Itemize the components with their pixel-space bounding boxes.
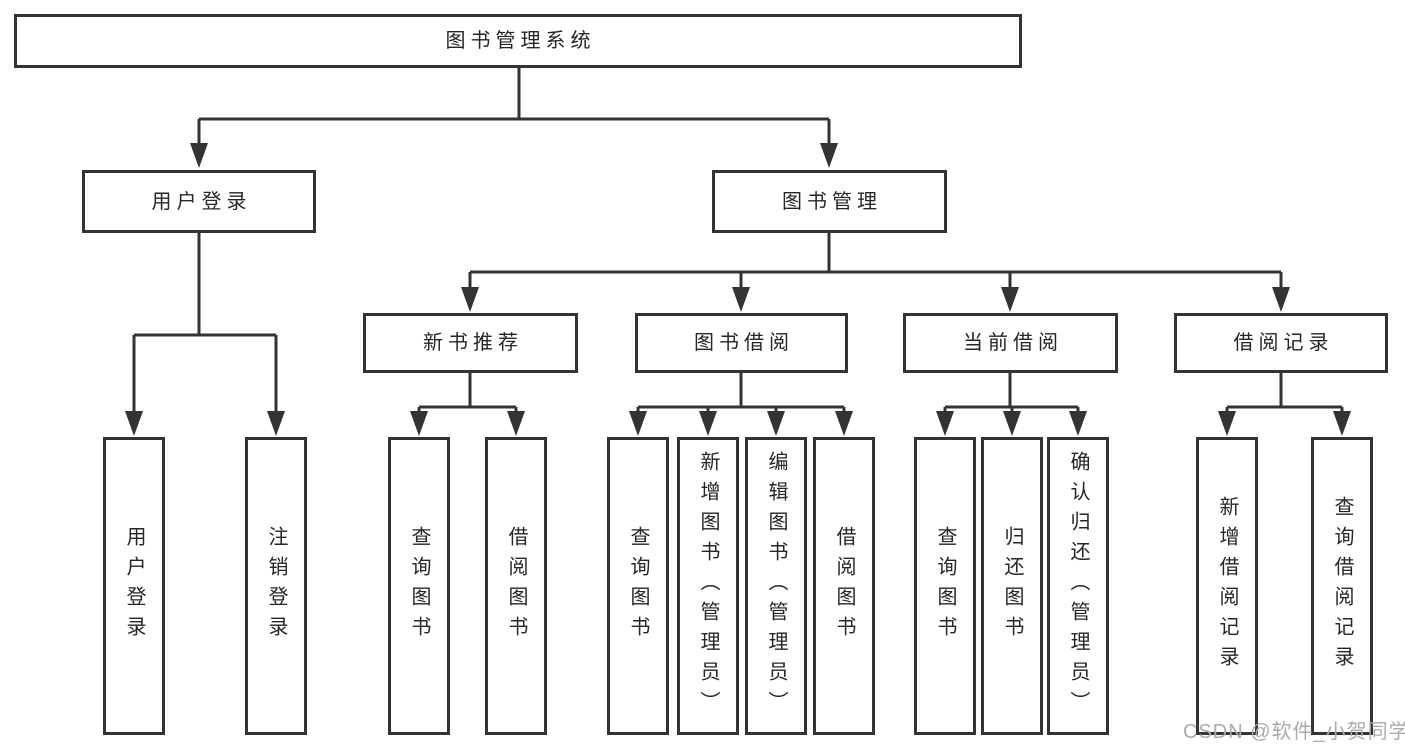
arrow-icon [1001, 287, 1019, 312]
leaf-return-book: 归还图书 [981, 437, 1043, 735]
node-root-label: 图书管理系统 [445, 30, 596, 52]
leaf-logout-label: 注销登录 [265, 526, 287, 646]
node-book-borrow: 图书借阅 [635, 313, 848, 373]
arrow-icon [767, 411, 785, 436]
leaf-add-book-admin-label: 新增图书（管理员） [697, 451, 719, 721]
leaf-query-borrow-record-label: 查询借阅记录 [1331, 496, 1353, 676]
connector-bookmgmt-to-level3 [468, 233, 1283, 288]
leaf-query-books-borrow-label: 查询图书 [627, 526, 649, 646]
leaf-add-borrow-record-label: 新增借阅记录 [1216, 496, 1238, 676]
node-book-borrow-label: 图书借阅 [694, 332, 794, 354]
leaf-confirm-return-admin-label: 确认归还（管理员） [1067, 451, 1089, 721]
leaf-confirm-return-admin: 确认归还（管理员） [1047, 437, 1109, 735]
arrow-icon [820, 143, 838, 168]
node-root: 图书管理系统 [14, 14, 1022, 68]
leaf-query-books-borrow: 查询图书 [607, 437, 669, 735]
arrow-icon [936, 411, 954, 436]
leaf-user-login: 用户登录 [103, 437, 165, 735]
arrow-icon [1003, 411, 1021, 436]
leaf-user-login-label: 用户登录 [123, 526, 145, 646]
node-book-management-label: 图书管理 [782, 190, 882, 213]
arrow-icon [1218, 411, 1236, 436]
node-new-book-recommend-label: 新书推荐 [423, 332, 523, 354]
node-user-login: 用户登录 [82, 170, 316, 233]
connector-login-to-leaves [132, 233, 278, 412]
leaf-add-book-admin: 新增图书（管理员） [677, 437, 739, 735]
node-user-login-label: 用户登录 [151, 190, 252, 213]
arrow-icon [461, 287, 479, 312]
node-borrow-records-label: 借阅记录 [1233, 332, 1334, 354]
leaf-borrow-books-recommend: 借阅图书 [485, 437, 547, 735]
leaf-query-books-current-label: 查询图书 [934, 526, 956, 646]
leaf-query-books-recommend: 查询图书 [388, 437, 450, 735]
arrow-icon [732, 287, 750, 312]
node-current-borrow: 当前借阅 [903, 313, 1118, 373]
arrow-icon [1069, 411, 1087, 436]
arrow-icon [699, 411, 717, 436]
arrow-icon [410, 411, 428, 436]
leaf-edit-book-admin-label: 编辑图书（管理员） [765, 451, 787, 721]
arrow-icon [190, 143, 208, 168]
leaf-logout: 注销登录 [245, 437, 307, 735]
node-new-book-recommend: 新书推荐 [363, 313, 578, 373]
leaf-borrow-books: 借阅图书 [813, 437, 875, 735]
arrow-icon [1333, 411, 1351, 436]
leaf-return-book-label: 归还图书 [1001, 526, 1023, 646]
node-borrow-records: 借阅记录 [1174, 313, 1388, 373]
leaf-query-borrow-record: 查询借阅记录 [1311, 437, 1373, 735]
arrow-icon [1272, 287, 1290, 312]
arrow-icon [835, 411, 853, 436]
arrow-icon [507, 411, 525, 436]
csdn-watermark: CSDN @软件_小贺同学 [1183, 721, 1405, 743]
leaf-add-borrow-record: 新增借阅记录 [1196, 437, 1258, 735]
leaf-query-books-recommend-label: 查询图书 [408, 526, 430, 646]
leaf-edit-book-admin: 编辑图书（管理员） [745, 437, 807, 735]
leaf-borrow-books-label: 借阅图书 [833, 526, 855, 646]
connector-root-to-level2 [197, 68, 831, 144]
arrow-icon [267, 411, 285, 436]
leaf-borrow-books-recommend-label: 借阅图书 [505, 526, 527, 646]
arrowheads [125, 143, 1351, 436]
connector-level3-to-leaves [417, 373, 1344, 412]
arrow-icon [125, 411, 143, 436]
leaf-query-books-current: 查询图书 [914, 437, 976, 735]
node-current-borrow-label: 当前借阅 [963, 332, 1063, 354]
node-book-management: 图书管理 [712, 170, 947, 233]
arrow-icon [629, 411, 647, 436]
